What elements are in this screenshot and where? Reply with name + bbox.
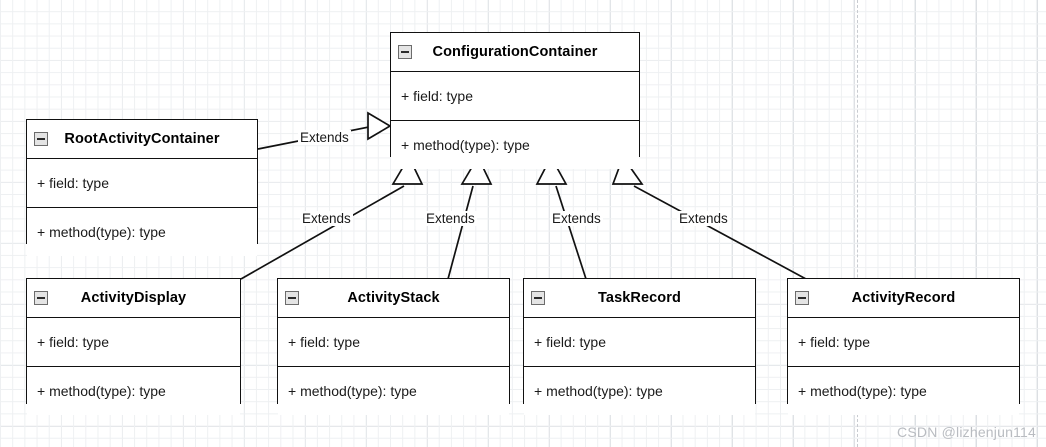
class-method-compartment: + method(type): type <box>391 121 639 169</box>
class-title-row: TaskRecord <box>524 279 755 318</box>
minus-icon[interactable] <box>34 132 48 146</box>
class-box-activity-record[interactable]: ActivityRecord + field: type + method(ty… <box>787 278 1020 415</box>
class-title-row: ActivityDisplay <box>27 279 240 318</box>
edge-label-root-extends: Extends <box>298 130 351 145</box>
class-field-compartment: + field: type <box>27 159 257 208</box>
class-box-root-activity-container[interactable]: RootActivityContainer + field: type + me… <box>26 119 258 256</box>
class-name: RootActivityContainer <box>64 131 220 147</box>
class-method-compartment: + method(type): type <box>27 367 240 415</box>
class-title-row: ConfigurationContainer <box>391 33 639 72</box>
class-name: ActivityDisplay <box>80 290 187 306</box>
minus-icon[interactable] <box>34 291 48 305</box>
class-field-compartment: + field: type <box>27 318 240 367</box>
class-title-row: RootActivityContainer <box>27 120 257 159</box>
class-box-task-record[interactable]: TaskRecord + field: type + method(type):… <box>523 278 756 415</box>
minus-icon[interactable] <box>285 291 299 305</box>
class-method-compartment: + method(type): type <box>788 367 1019 415</box>
edge-label-stack-extends: Extends <box>424 211 477 226</box>
class-field-compartment: + field: type <box>278 318 509 367</box>
edge-label-display-extends: Extends <box>300 211 353 226</box>
edge-label-record-extends: Extends <box>677 211 730 226</box>
class-method-compartment: + method(type): type <box>278 367 509 415</box>
class-box-activity-stack[interactable]: ActivityStack + field: type + method(typ… <box>277 278 510 415</box>
class-title-row: ActivityRecord <box>788 279 1019 318</box>
page-break-guide <box>857 0 858 447</box>
class-box-activity-display[interactable]: ActivityDisplay + field: type + method(t… <box>26 278 241 415</box>
minus-icon[interactable] <box>398 45 412 59</box>
class-name: ActivityRecord <box>851 290 956 306</box>
class-title-row: ActivityStack <box>278 279 509 318</box>
class-field-compartment: + field: type <box>391 72 639 121</box>
class-field-compartment: + field: type <box>788 318 1019 367</box>
class-box-configuration-container[interactable]: ConfigurationContainer + field: type + m… <box>390 32 640 169</box>
edge-label-task-extends: Extends <box>550 211 603 226</box>
class-name: ActivityStack <box>347 290 440 306</box>
watermark: CSDN @lizhenjun114 <box>897 424 1036 440</box>
class-name: TaskRecord <box>598 290 681 306</box>
class-name: ConfigurationContainer <box>432 44 598 60</box>
class-field-compartment: + field: type <box>524 318 755 367</box>
class-method-compartment: + method(type): type <box>27 208 257 256</box>
minus-icon[interactable] <box>795 291 809 305</box>
minus-icon[interactable] <box>531 291 545 305</box>
class-method-compartment: + method(type): type <box>524 367 755 415</box>
